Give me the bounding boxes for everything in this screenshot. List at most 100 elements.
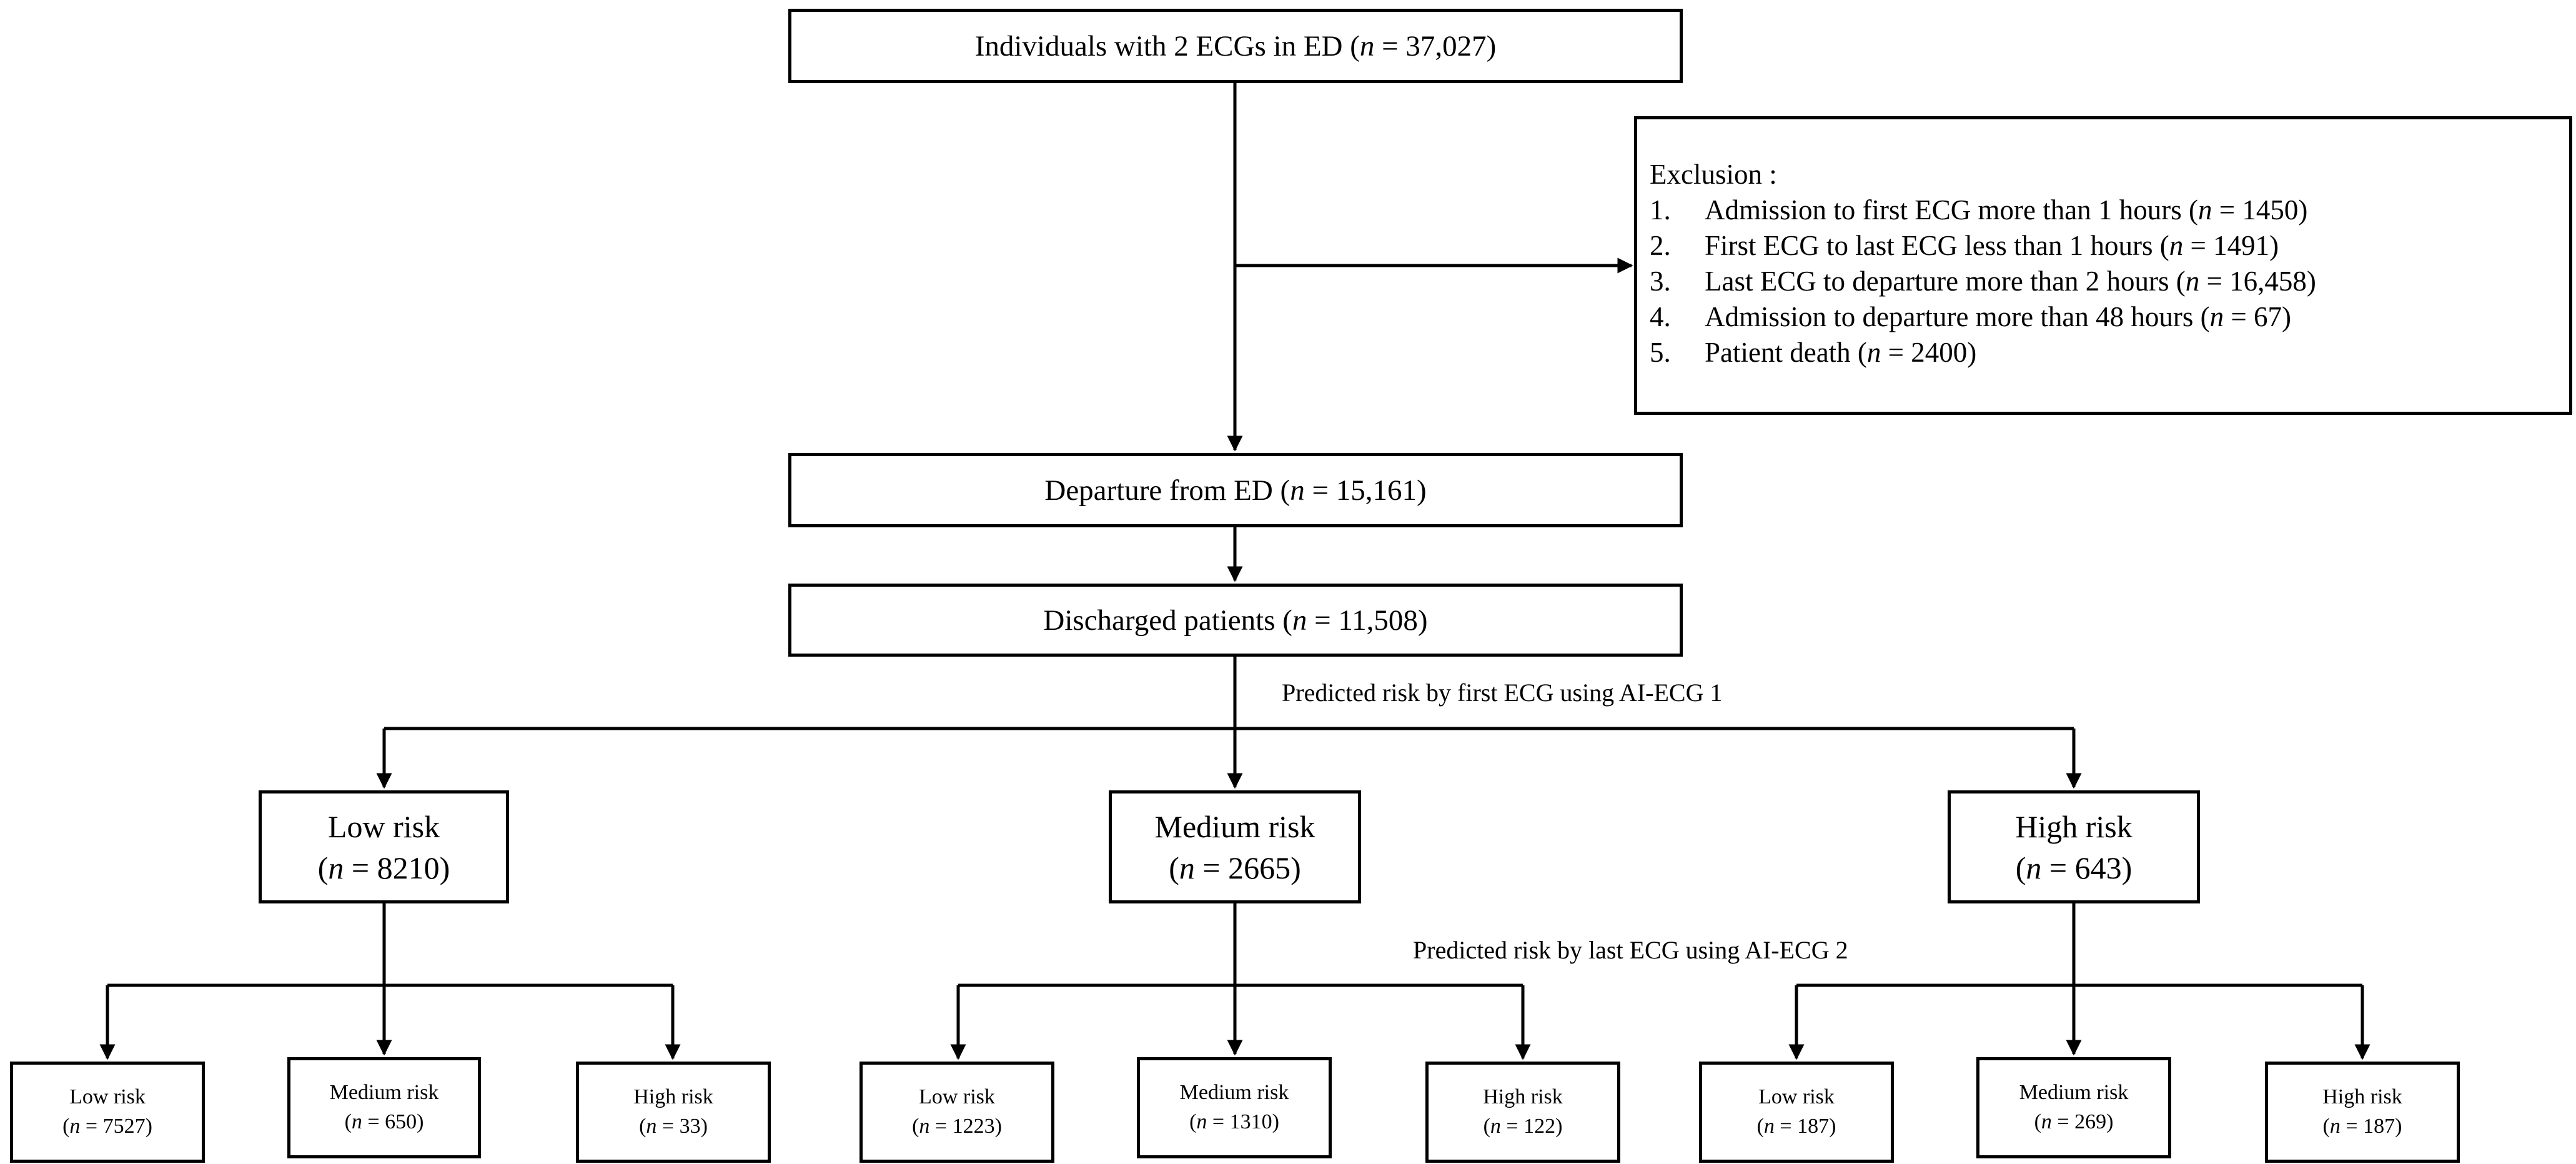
box-medium-to-low: Low risk (n = 1223) (859, 1062, 1054, 1163)
open-paren: ( (1483, 1115, 1490, 1138)
n-symbol: n (2209, 301, 2224, 332)
leaf-count: = 187) (1774, 1115, 1836, 1138)
group-medium-label: Medium risk (1154, 808, 1315, 844)
open-paren: ( (912, 1115, 919, 1138)
exclusion-item-count: = 67) (2224, 301, 2291, 332)
n-symbol: n (69, 1115, 81, 1138)
box-group-medium: Medium risk (n = 2665) (1109, 790, 1361, 903)
leaf-label: High risk (633, 1085, 713, 1109)
exclusion-item: 2. First ECG to last ECG less than 1 hou… (1650, 228, 2569, 264)
leaf-count: = 1223) (929, 1115, 1002, 1138)
exclusion-item-number: 1. (1650, 194, 1671, 226)
box-high-to-low: Low risk (n = 187) (1699, 1062, 1894, 1163)
exclusion-item-number: 4. (1650, 301, 1671, 332)
box-discharged-label: Discharged patients ( (1043, 604, 1292, 637)
n-symbol: n (646, 1115, 657, 1138)
exclusion-item: 3. Last ECG to departure more than 2 hou… (1650, 264, 2569, 299)
exclusion-item-count: = 1491) (2183, 230, 2279, 261)
n-symbol: n (1196, 1110, 1207, 1133)
n-symbol: n (1292, 604, 1307, 637)
box-discharged-count: = 11,508) (1307, 604, 1428, 637)
n-symbol: n (1359, 29, 1375, 62)
box-individuals-label: Individuals with 2 ECGs in ED ( (974, 29, 1360, 62)
box-departure-count: = 15,161) (1304, 474, 1427, 507)
leaf-label: High risk (1483, 1085, 1563, 1109)
box-high-to-high: High risk (n = 187) (2265, 1062, 2460, 1163)
group-high-label: High risk (2015, 808, 2133, 844)
open-paren: ( (2015, 850, 2026, 885)
box-exclusion: Exclusion : 1. Admission to first ECG mo… (1634, 116, 2572, 415)
box-low-to-low: Low risk (n = 7527) (10, 1062, 205, 1163)
box-group-high: High risk (n = 643) (1948, 790, 2200, 903)
leaf-label: Low risk (69, 1085, 146, 1109)
open-paren: ( (639, 1115, 646, 1138)
n-symbol: n (2026, 850, 2042, 885)
open-paren: ( (2322, 1115, 2330, 1138)
open-paren: ( (317, 850, 329, 885)
n-symbol: n (2169, 230, 2184, 261)
exclusion-item: 5. Patient death (n = 2400) (1650, 335, 2569, 371)
leaf-label: High risk (2322, 1085, 2402, 1109)
box-individuals-count: = 37,027) (1374, 29, 1497, 62)
group-high-count: = 643) (2041, 850, 2133, 885)
exclusion-item-text: Admission to first ECG more than 1 hours… (1705, 194, 2198, 226)
n-symbol: n (1763, 1115, 1775, 1138)
n-symbol: n (1866, 337, 1881, 368)
box-high-to-medium: Medium risk (n = 269) (1976, 1057, 2171, 1158)
box-medium-to-high: High risk (n = 122) (1425, 1062, 1620, 1163)
exclusion-item-text: Last ECG to departure more than 2 hours … (1705, 266, 2186, 297)
n-symbol: n (2041, 1110, 2052, 1133)
leaf-label: Low risk (1758, 1085, 1835, 1109)
group-low-label: Low risk (327, 808, 440, 844)
box-discharged: Discharged patients (n = 11,508) (788, 584, 1683, 657)
leaf-count: = 122) (1500, 1115, 1563, 1138)
n-symbol: n (351, 1110, 362, 1133)
open-paren: ( (1169, 850, 1179, 885)
box-low-to-high: High risk (n = 33) (576, 1062, 771, 1163)
exclusion-item-number: 5. (1650, 337, 1671, 368)
box-individuals: Individuals with 2 ECGs in ED (n = 37,02… (788, 9, 1683, 83)
leaf-count: = 7527) (80, 1115, 152, 1138)
n-symbol: n (328, 850, 344, 885)
label-last-ecg: Predicted risk by last ECG using AI-ECG … (1413, 936, 1848, 964)
n-symbol: n (1290, 474, 1305, 507)
exclusion-item-count: = 2400) (1881, 337, 1977, 368)
group-medium-count: = 2665) (1194, 850, 1301, 885)
label-first-ecg: Predicted risk by first ECG using AI-ECG… (1282, 679, 1723, 707)
exclusion-item-count: = 16,458) (2199, 266, 2316, 297)
exclusion-item-text: Admission to departure more than 48 hour… (1705, 301, 2210, 332)
box-departure-label: Departure from ED ( (1044, 474, 1290, 507)
n-symbol: n (2185, 266, 2200, 297)
open-paren: ( (62, 1115, 70, 1138)
n-symbol: n (2329, 1115, 2341, 1138)
leaf-label: Low risk (919, 1085, 995, 1109)
box-departure: Departure from ED (n = 15,161) (788, 453, 1683, 527)
exclusion-item-text: Patient death ( (1705, 337, 1867, 368)
leaf-label: Medium risk (2019, 1081, 2129, 1105)
exclusion-heading: Exclusion : (1650, 159, 1777, 190)
box-group-low: Low risk (n = 8210) (259, 790, 509, 903)
open-paren: ( (1189, 1110, 1197, 1133)
leaf-count: = 187) (2340, 1115, 2402, 1138)
open-paren: ( (344, 1110, 352, 1133)
leaf-count: = 650) (362, 1110, 424, 1133)
leaf-label: Medium risk (1179, 1081, 1289, 1105)
open-paren: ( (2034, 1110, 2041, 1133)
n-symbol: n (1179, 850, 1195, 885)
box-low-to-medium: Medium risk (n = 650) (287, 1057, 481, 1158)
exclusion-item-count: = 1450) (2212, 194, 2308, 226)
exclusion-item-text: First ECG to last ECG less than 1 hours … (1705, 230, 2169, 261)
exclusion-item: 1. Admission to first ECG more than 1 ho… (1650, 192, 2569, 228)
box-medium-to-medium: Medium risk (n = 1310) (1137, 1057, 1332, 1158)
group-low-count: = 8210) (344, 850, 450, 885)
n-symbol: n (2197, 194, 2212, 226)
leaf-count: = 33) (656, 1115, 708, 1138)
leaf-count: = 269) (2051, 1110, 2114, 1133)
leaf-count: = 1310) (1207, 1110, 1279, 1133)
open-paren: ( (1756, 1115, 1764, 1138)
exclusion-item-number: 2. (1650, 230, 1671, 261)
leaf-label: Medium risk (329, 1081, 439, 1105)
exclusion-item-number: 3. (1650, 266, 1671, 297)
